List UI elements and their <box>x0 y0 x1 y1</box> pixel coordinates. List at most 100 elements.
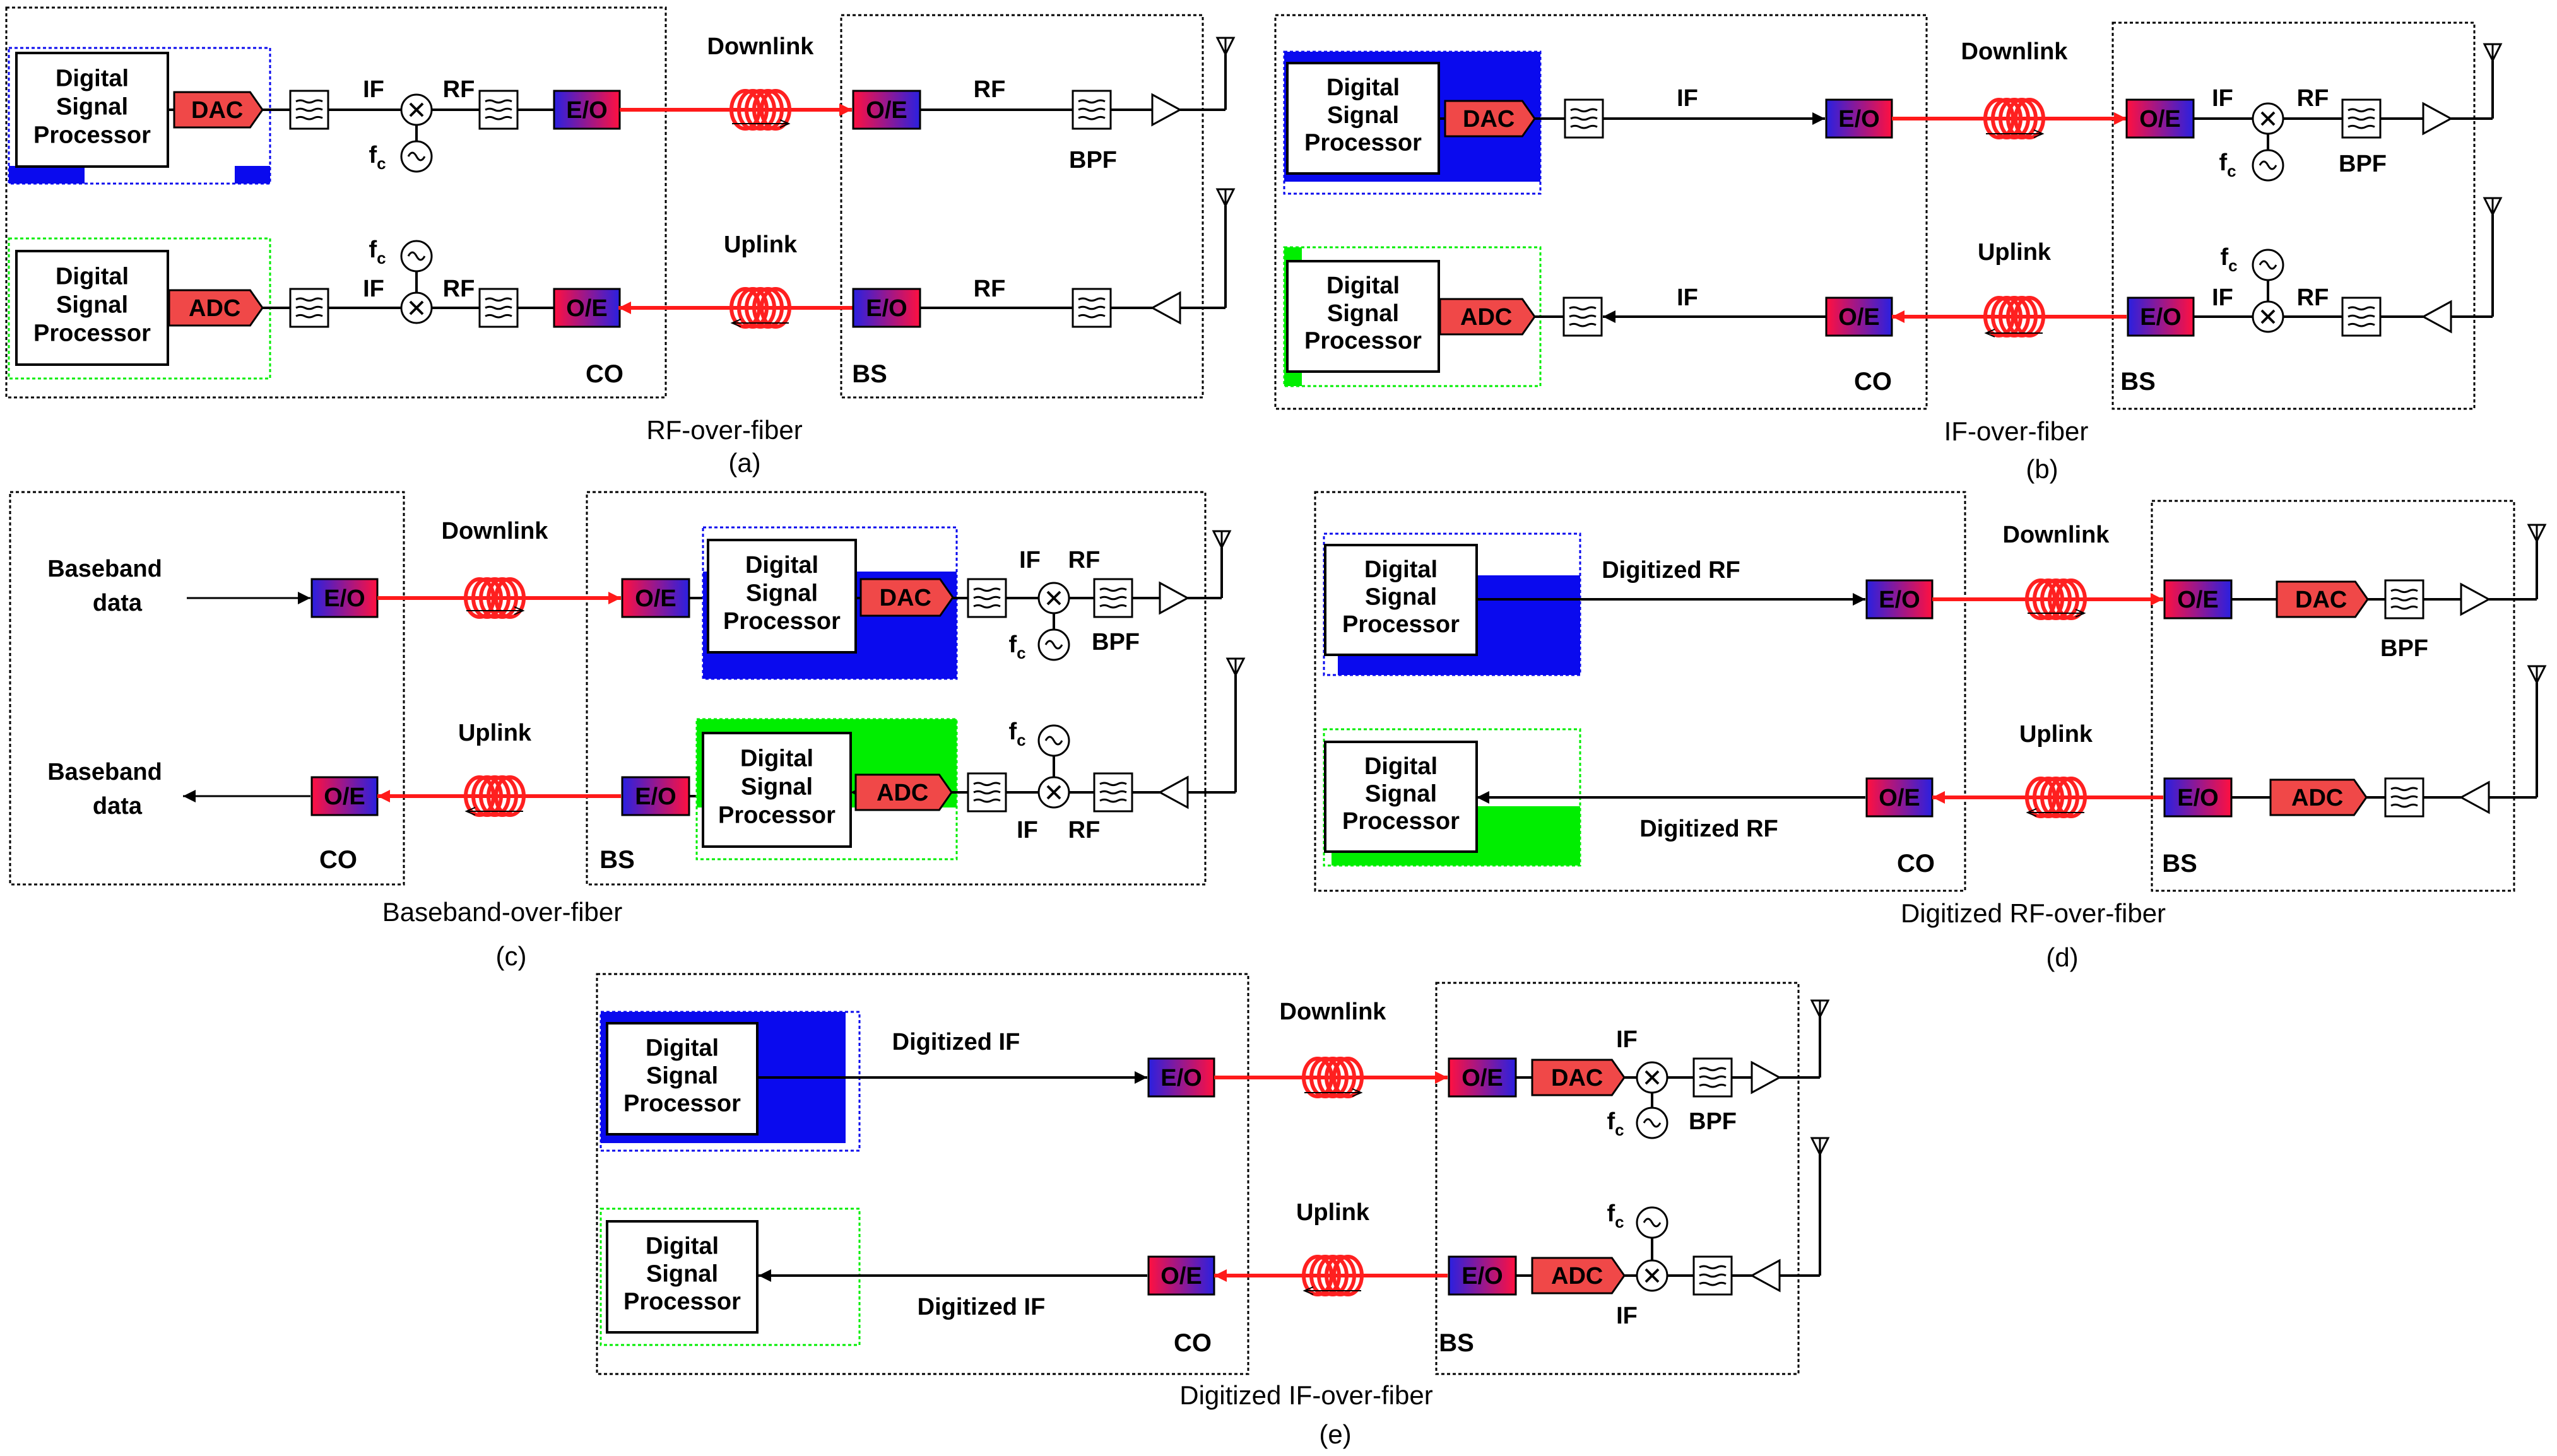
dl-dsp-group <box>8 47 271 185</box>
dl-dsp-box <box>707 539 857 654</box>
fiber-coil-icon <box>2025 578 2057 620</box>
fiber-coil-icon <box>1332 1057 1364 1098</box>
filter-wave <box>1078 314 1106 319</box>
filter-wave <box>2347 108 2375 113</box>
adc-block <box>168 289 264 327</box>
dsp-label: Digital <box>56 66 129 92</box>
bs-label: BS <box>599 846 635 874</box>
fiber-coil-icon <box>1999 296 2030 338</box>
filter-wave <box>295 314 323 319</box>
filter-wave <box>973 782 1001 787</box>
eo-block-label: E/O <box>1160 1065 1202 1091</box>
dl-dsp-box <box>1286 62 1440 175</box>
bs-label: BS <box>2162 850 2197 878</box>
filter-wave <box>2390 605 2418 610</box>
filter-wave <box>2390 589 2418 594</box>
eo-block <box>1147 1057 1215 1098</box>
co-label: CO <box>586 360 623 388</box>
filter-wave <box>973 790 1001 795</box>
arrow-icon <box>839 103 852 116</box>
filter-wave <box>1078 107 1106 112</box>
filter-wave <box>1078 297 1106 302</box>
panel-c-title: Baseband-over-fiber <box>382 897 623 927</box>
ul-dsp-box <box>1286 260 1440 373</box>
bs-label: BS <box>2120 368 2156 396</box>
fiber-coil-icon <box>2048 578 2079 620</box>
dac-block <box>1444 100 1536 138</box>
arrow-icon <box>779 119 791 128</box>
panel-d-co-frame <box>1314 491 1966 892</box>
panel-e-co-frame <box>596 973 1249 1375</box>
arrow-icon <box>1214 1269 1227 1282</box>
panel-a-letter: (a) <box>728 448 760 478</box>
filter-wave <box>2347 124 2375 129</box>
fiber-coil-icon <box>1302 1057 1333 1098</box>
adc-block-label: ADC <box>2291 785 2343 811</box>
fiber-coil-icon <box>479 577 511 619</box>
panel-d-letter: (d) <box>2046 942 2078 972</box>
filter-wave <box>1078 305 1106 310</box>
filter-wave <box>2347 116 2375 121</box>
filter-wave <box>1099 782 1127 787</box>
oscillator-wave <box>2259 160 2277 170</box>
co-label: CO <box>1854 368 1892 396</box>
fiber-coil-icon <box>1317 1255 1349 1296</box>
arrow-icon <box>1435 1071 1448 1084</box>
panel-e-letter: (e) <box>1319 1419 1351 1449</box>
arrow-icon <box>2026 808 2037 817</box>
dsp-label: Digital <box>1364 753 1438 780</box>
if-label: IF <box>1616 1303 1638 1329</box>
rf-label: RF <box>974 76 1006 103</box>
dsp-label: Signal <box>56 292 128 319</box>
panel-c-bs-frame <box>586 491 1207 886</box>
filter-wave <box>1699 1281 1727 1286</box>
amplifier-icon <box>1157 775 1189 809</box>
co-label: CO <box>1174 1329 1212 1357</box>
rf-label: RF <box>443 276 475 302</box>
fc-text: f <box>1607 1201 1615 1227</box>
eo-block-label: E/O <box>1462 1263 1503 1289</box>
filter-wave <box>2347 322 2375 327</box>
eo-block <box>1825 98 1893 139</box>
bpf-label: BPF <box>2380 635 2428 662</box>
eo-block <box>310 578 379 618</box>
fiber-coil-icon <box>745 89 776 131</box>
filter-wave <box>295 297 323 302</box>
oe-block <box>1147 1255 1215 1296</box>
dsp-label: Signal <box>646 1260 718 1287</box>
mixer-cross <box>1046 590 1061 606</box>
arrow-icon <box>2114 112 2127 125</box>
fiber-coil-icon <box>760 89 791 131</box>
arrow-icon <box>1853 593 1865 606</box>
dac-block <box>859 578 954 617</box>
dac-block-label: DAC <box>2295 587 2347 613</box>
filter-wave <box>1099 604 1127 609</box>
dsp-label: Signal <box>646 1062 718 1089</box>
dsp-label: Processor <box>33 122 151 149</box>
if-label: IF <box>363 76 384 103</box>
arrow-icon <box>1603 310 1615 323</box>
eo-block <box>553 90 621 130</box>
fiber-coil-icon <box>729 287 761 329</box>
dsp-label: Signal <box>746 580 818 606</box>
rf-label: RF <box>2297 285 2329 311</box>
fc-label: fc <box>369 142 386 173</box>
filter-wave <box>1078 115 1106 120</box>
fiber-coil-icon <box>752 287 784 329</box>
fiber-coil-icon <box>487 775 518 817</box>
bs-label: BS <box>1439 1329 1474 1357</box>
uplink-label: Uplink <box>724 232 798 258</box>
co-label: CO <box>319 846 357 874</box>
arrow-icon <box>1302 1286 1314 1295</box>
bs-label: BS <box>852 360 887 388</box>
fiber-coil-icon <box>737 89 769 131</box>
fiber-coil-icon <box>2040 777 2072 818</box>
digitized-if-label: Digitized IF <box>918 1294 1046 1320</box>
filter-wave <box>1699 1075 1727 1080</box>
fiber-coil-icon <box>1991 98 2023 139</box>
dac-block-label: DAC <box>191 97 243 124</box>
fiber-coil-icon <box>745 287 776 329</box>
mixer-cross <box>2260 309 2276 324</box>
fc-label: fc <box>1607 1201 1624 1231</box>
dsp-label: Processor <box>33 320 151 347</box>
